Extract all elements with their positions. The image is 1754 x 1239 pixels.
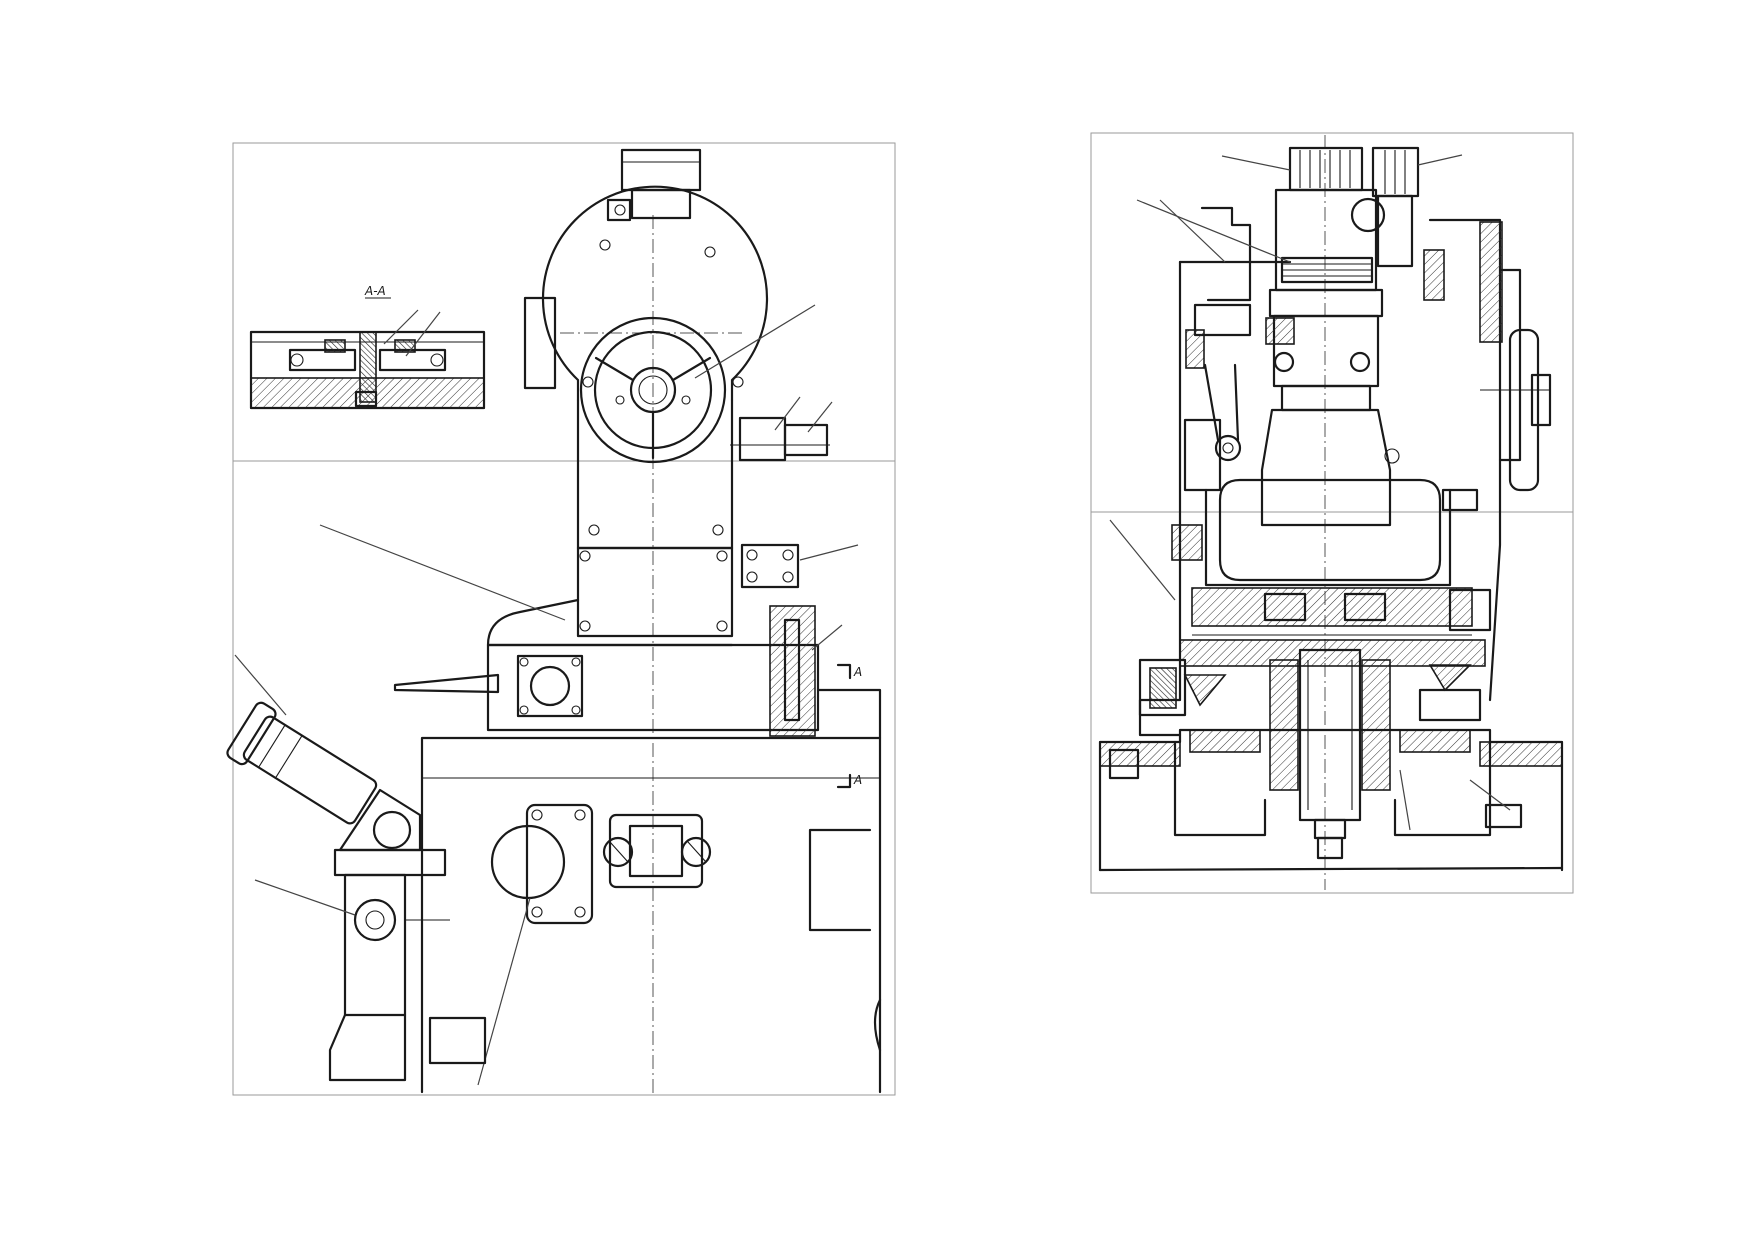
top-eyepiece: [606, 148, 702, 222]
dial-head: [523, 185, 816, 464]
lever-mechanism: [1183, 303, 1295, 492]
housing: [1138, 206, 1552, 737]
right-drawing: [1090, 132, 1574, 894]
section-a-a-label: A-A: [364, 284, 386, 298]
inner-chamber: [1109, 199, 1479, 601]
plunger-section: A A: [769, 605, 862, 789]
spindle: [1269, 648, 1411, 860]
angled-eyepiece: [226, 654, 450, 1082]
left-drawing: A-A: [226, 142, 896, 1096]
section-marker-bottom: A: [853, 773, 862, 787]
base-body: [420, 688, 882, 1094]
optical-column: [1136, 188, 1400, 527]
top-knobs: [1221, 146, 1463, 268]
section-marker-top: A: [853, 665, 862, 679]
section-a-a-inset: A-A: [249, 284, 486, 410]
side-knobs: [730, 396, 859, 589]
base-housing: [1098, 728, 1564, 872]
column-body: [319, 398, 820, 732]
right-frame: [1090, 132, 1574, 894]
bearing-ring: [1138, 587, 1492, 722]
left-frame: [232, 142, 896, 1096]
